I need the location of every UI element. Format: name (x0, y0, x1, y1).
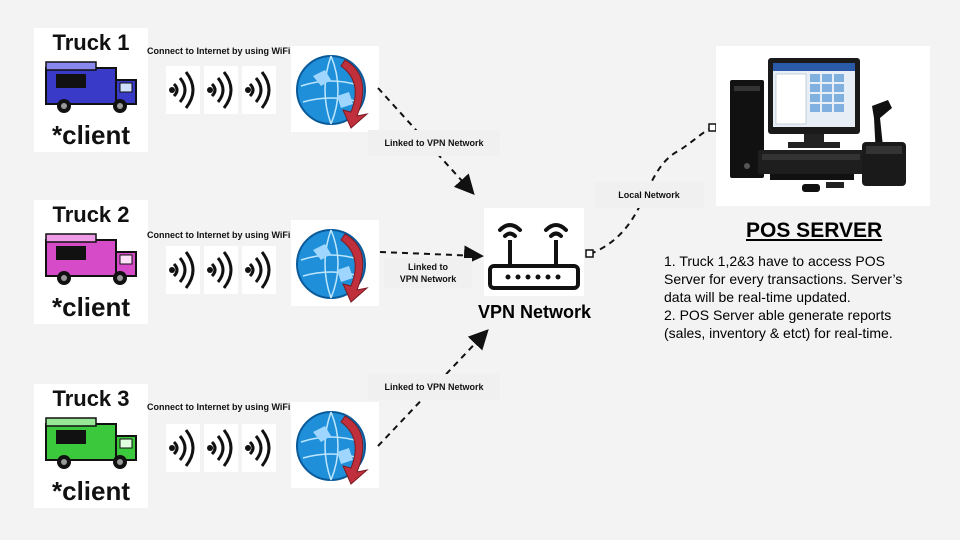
pos-server-title: POS SERVER (746, 219, 883, 242)
pos-desc-line-4: 2. POS Server able generate reports (664, 307, 892, 323)
local-network-line (589, 127, 713, 255)
pos-server-description: 1. Truck 1,2&3 have to access POS Server… (664, 252, 954, 342)
globe-icon (296, 229, 369, 303)
truck-1-card: Truck 1 *client (34, 28, 148, 152)
wifi-signal-icon (245, 71, 271, 109)
truck-1-title: Truck 1 (52, 30, 130, 55)
truck-2-client: *client (51, 292, 131, 322)
pos-server-card (716, 46, 930, 206)
link-tag-truck-1: Linked to VPN Network (368, 130, 500, 156)
wifi-signal-icon (169, 251, 195, 289)
truck-1-client: *client (51, 120, 131, 150)
truck-3-title: Truck 3 (52, 386, 130, 411)
link-tag-truck-3: Linked to VPN Network (368, 374, 500, 400)
wifi-signal-icon (207, 251, 233, 289)
local-network-tag: Local Network (594, 182, 704, 208)
wifi-signal-icon (207, 71, 233, 109)
truck-2-title: Truck 2 (52, 202, 130, 227)
pos-desc-line-2: Server for every transactions. Server’s (664, 271, 903, 287)
internet-globe-3 (291, 402, 379, 488)
link-tag-truck-2-line-2: VPN Network (399, 274, 457, 284)
wifi-label-truck-2: Connect to Internet by using WiFi (147, 230, 291, 240)
globe-icon (296, 411, 369, 485)
wifi-signal-icon (169, 71, 195, 109)
internet-globe-1 (291, 46, 379, 132)
pos-desc-line-3: data will be real-time updated. (664, 289, 851, 305)
wifi-signal-icon (169, 429, 195, 467)
food-truck-icon (45, 61, 137, 113)
pos-terminal-icon (730, 58, 906, 192)
wifi-label-truck-1: Connect to Internet by using WiFi (147, 46, 291, 56)
pos-desc-line-5: (sales, inventory & etct) for real-time. (664, 325, 893, 341)
link-line-truck-2 (379, 245, 484, 266)
vpn-router (484, 208, 584, 296)
vpn-network-title: VPN Network (478, 302, 592, 322)
link-tag-truck-2-line-1: Linked to (408, 262, 448, 272)
food-truck-icon (45, 233, 137, 285)
food-truck-icon (45, 417, 137, 469)
truck-3-client: *client (51, 476, 131, 506)
pos-desc-line-1: 1. Truck 1,2&3 have to access POS (664, 253, 885, 269)
globe-icon (296, 55, 369, 129)
wifi-label-truck-3: Connect to Internet by using WiFi (147, 402, 291, 412)
wifi-signal-icon (245, 251, 271, 289)
link-tag-truck-2: Linked to VPN Network (384, 258, 472, 288)
truck-3-card: Truck 3 *client (34, 384, 148, 508)
wifi-signal-icon (207, 429, 233, 467)
truck-2-card: Truck 2 *client (34, 200, 148, 324)
wifi-signal-icon (245, 429, 271, 467)
router-icon (488, 223, 580, 290)
internet-globe-2 (291, 220, 379, 306)
